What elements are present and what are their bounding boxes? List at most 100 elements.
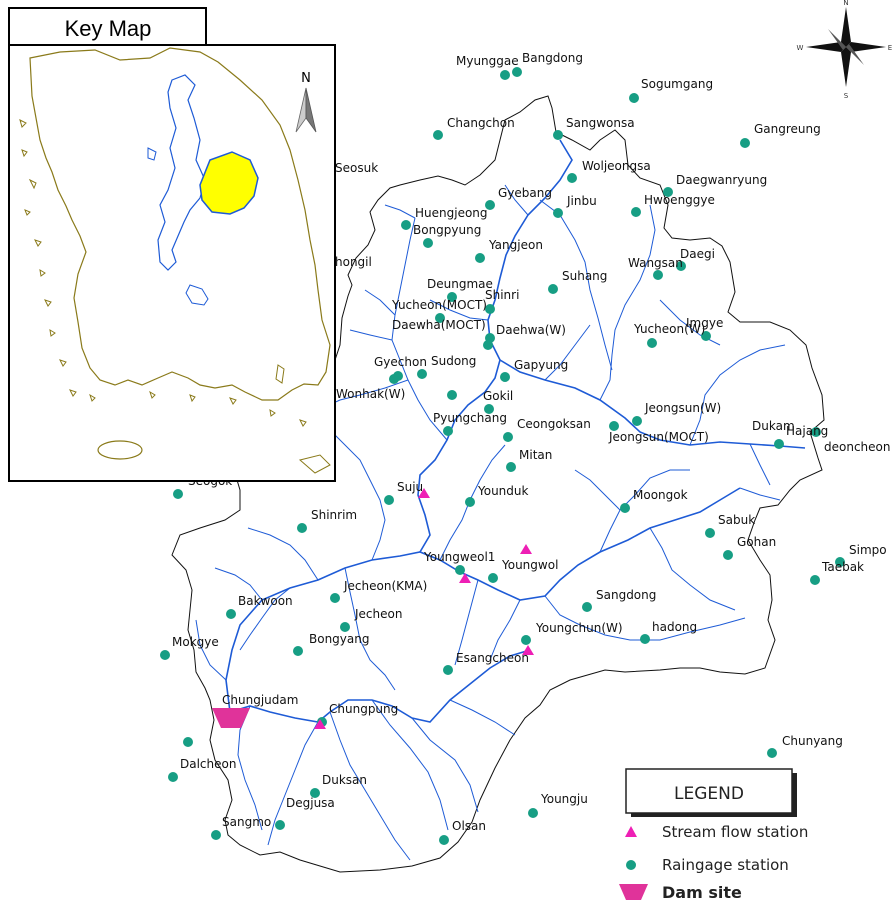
han-river-basin-north (157, 74, 206, 271)
station-youngchun-w (521, 635, 531, 645)
station-shinrim (297, 523, 307, 533)
label-shinri: Shinri (485, 288, 519, 302)
station-gyebang (485, 200, 495, 210)
station-chunyang (767, 748, 777, 758)
streamflow-chungpung (314, 719, 326, 729)
label-wangsan: Wangsan (628, 256, 683, 270)
station-woljeongsa (567, 173, 577, 183)
station-sangmo (211, 830, 221, 840)
streamflow-youngweol1 (459, 573, 471, 583)
label-changchon: Changchon (447, 116, 515, 130)
legend-dam-icon (619, 884, 648, 900)
label-jinbu: Jinbu (566, 194, 597, 208)
compass-w: W (797, 44, 804, 52)
label-imgye: Imgye (686, 316, 723, 330)
label-bangdong: Bangdong (522, 51, 583, 65)
key-map-north-label: N (301, 71, 311, 86)
station-hajang (811, 427, 821, 437)
station-seogok (173, 489, 183, 499)
station-daegwanryung (663, 187, 673, 197)
label-youngweol1: Youngweol1 (423, 550, 495, 564)
station-wangsan (653, 270, 663, 280)
station-wonhak-w (447, 390, 457, 400)
station-jeongsun-w (632, 416, 642, 426)
station-daegi (676, 261, 686, 271)
label-bongpyung: Bongpyung (413, 223, 481, 237)
label-youngju: Youngju (540, 792, 588, 806)
label-hongil: hongil (335, 255, 372, 269)
legend-dam-label: Dam site (662, 883, 742, 902)
station-jinbu (553, 208, 563, 218)
label-youngwol: Youngwol (501, 558, 558, 572)
compass-s: S (844, 92, 849, 100)
legend-stream-flow-label: Stream flow station (662, 823, 808, 841)
station-gohan (723, 550, 733, 560)
station-sabuk (705, 528, 715, 538)
label-yucheon-w: Yucheon(W) (633, 322, 705, 336)
stream-flow-stations (314, 488, 534, 729)
label-deoncheon: deoncheon (824, 440, 890, 454)
label-esangcheon: Esangcheon (456, 651, 529, 665)
river-network (195, 139, 806, 861)
label-gyechon: Gyechon (374, 355, 427, 369)
label-bongyang: Bongyang (309, 632, 369, 646)
station-bangdong (512, 67, 522, 77)
label-duksan: Duksan (322, 773, 367, 787)
key-map-north-arrow-dark (305, 87, 317, 133)
compass-rose: N S E W (797, 0, 893, 100)
station-shinri (485, 304, 495, 314)
station-changchon (433, 130, 443, 140)
dam-site-chungjudam (212, 708, 250, 728)
streamflow-youngwol-n (520, 544, 532, 554)
station-younduk (465, 497, 475, 507)
label-olsan: Olsan (452, 819, 486, 833)
label-suju: Suju (397, 480, 423, 494)
label-daegwanryung: Daegwanryung (676, 173, 767, 187)
station-jecheon-kma (330, 593, 340, 603)
station-moongok (620, 503, 630, 513)
label-bakwoon: Bakwoon (238, 594, 293, 608)
study-basin-highlight (199, 151, 259, 215)
west-islands (19, 119, 331, 474)
legend-title-box (625, 768, 793, 814)
label-dalcheon: Dalcheon (180, 757, 236, 771)
raingage-stations (160, 67, 845, 845)
station-duksan (310, 788, 320, 798)
label-myunggae: Myunggae (456, 54, 519, 68)
station-huengjeong (401, 220, 411, 230)
label-woljeongsa: Woljeongsa (582, 159, 651, 173)
label-gangreung: Gangreung (754, 122, 821, 136)
station-dukam (774, 439, 784, 449)
label-mokgye: Mokgye (172, 635, 219, 649)
label-shinrim: Shinrim (311, 508, 357, 522)
compass-e: E (888, 44, 892, 52)
label-moongok: Moongok (633, 488, 688, 502)
korea-peninsula-outline (29, 47, 331, 401)
station-yucheon-w (647, 338, 657, 348)
station-dalcheon-a (183, 737, 193, 747)
station-degjusa (275, 820, 285, 830)
legend-raingage-label: Raingage station (662, 856, 789, 874)
station-sangwonsa (553, 130, 563, 140)
jeju-island (97, 440, 143, 460)
label-youngchun-w: Youngchun(W) (535, 621, 623, 635)
station-gangreung (740, 138, 750, 148)
station-pyungchang (443, 426, 453, 436)
legend-raingage-icon (626, 860, 636, 870)
station-suju (384, 495, 394, 505)
label-taebak: Taebak (821, 560, 864, 574)
label-younduk: Younduk (477, 484, 529, 498)
label-degjusa: Degjusa (286, 796, 335, 810)
legend: LEGEND Stream flow station Raingage stat… (619, 768, 808, 902)
label-daewha-moct: Daewha(MOCT) (392, 318, 486, 332)
station-gokil (484, 404, 494, 414)
station-gyechon-2 (389, 374, 399, 384)
key-map-frame (8, 44, 336, 482)
station-mitan (506, 462, 516, 472)
label-sangdong: Sangdong (596, 588, 656, 602)
label-daegi: Daegi (680, 247, 715, 261)
station-bongpyung (423, 238, 433, 248)
station-ceongoksan (503, 432, 513, 442)
label-sudong: Sudong (431, 354, 476, 368)
station-daehwa-w (483, 340, 493, 350)
